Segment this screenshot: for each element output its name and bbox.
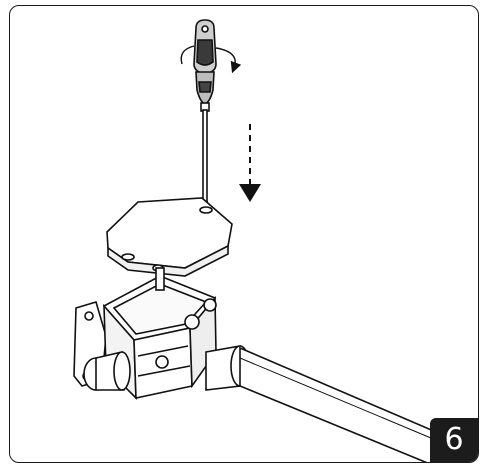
instruction-panel: 6 xyxy=(9,5,479,463)
screwdriver-icon xyxy=(193,19,217,211)
assembly-illustration xyxy=(73,19,451,462)
rotation-arrow-icon xyxy=(180,45,242,74)
step-number-badge: 6 xyxy=(430,418,478,462)
down-arrow-icon xyxy=(239,124,261,202)
junction-box-cover xyxy=(106,197,233,277)
conduit-pipe xyxy=(205,345,451,462)
cable-gland-left xyxy=(83,351,131,391)
